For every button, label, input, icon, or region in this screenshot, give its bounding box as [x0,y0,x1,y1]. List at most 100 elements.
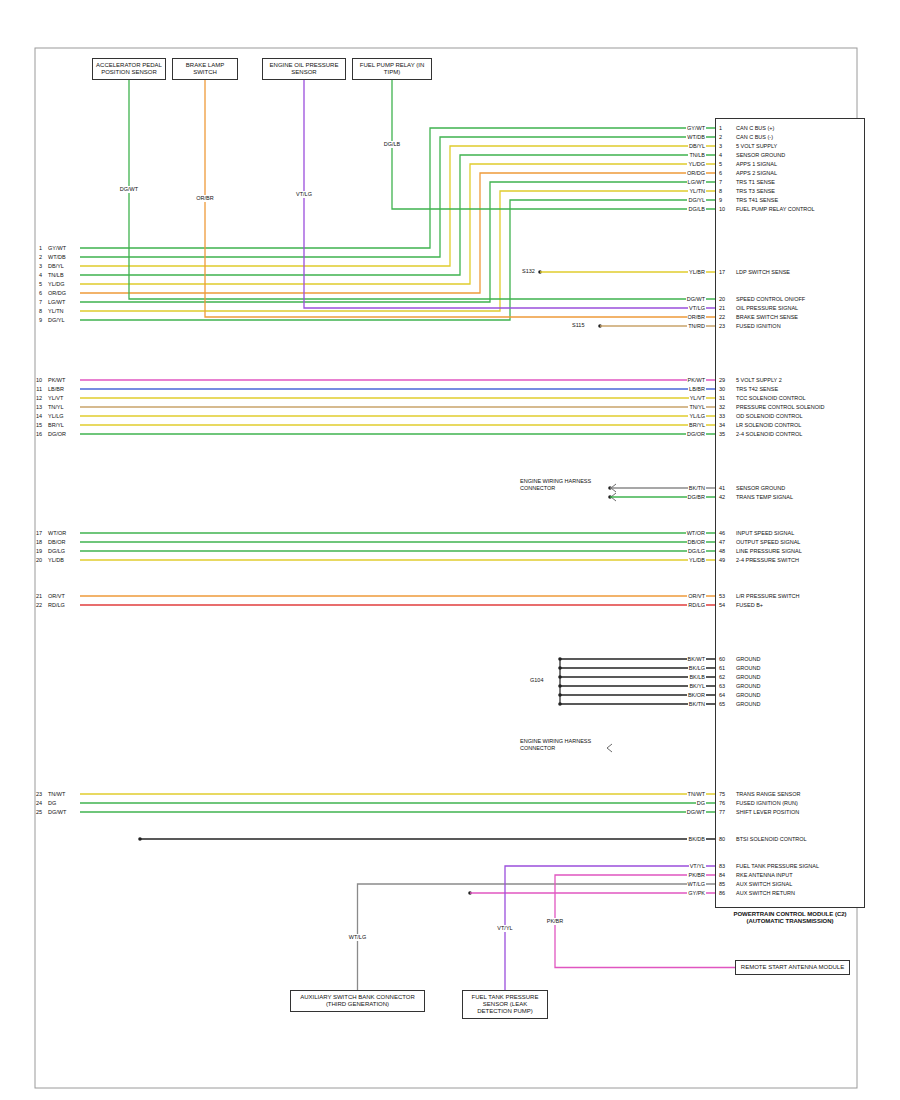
pin-number: 77 [719,809,725,816]
pin-number: 21 [719,305,725,312]
ground-bus [559,659,560,704]
wire [80,379,715,380]
connector-pin-number: 3 [28,263,42,270]
wire-color-code: VT/YL [689,863,706,870]
pin-name: RKE ANTENNA INPUT [736,872,793,879]
wire-color-code: OR/DG [48,290,66,297]
wire [80,550,715,551]
wire [80,802,715,803]
pin-number: 7 [719,179,722,186]
wire-color-code: YL/BR [688,269,706,276]
wire-color-code: TN/YL [48,404,64,411]
component-box: REMOTE START ANTENNA MODULE [735,960,850,975]
wire-color-code: DG/OR [48,431,66,438]
connector-pin-number: 19 [28,548,42,555]
wire-color-code: BK/TN [688,485,706,492]
pin-name: TRANS RANGE SENSOR [736,791,800,798]
wire-color-code: YL/TN [688,188,706,195]
wire-connector [505,866,715,990]
component-box: FUEL PUMP RELAY (IN TIPM) [352,58,432,80]
pin-number: 53 [719,593,725,600]
wire-color-code: GY/PK [687,890,706,897]
wire-color-code: DG/WT [686,809,706,816]
pin-name: INPUT SPEED SIGNAL [736,530,794,537]
wire-color-code: DG [696,800,706,807]
pin-name: 2-4 PRESSURE SWITCH [736,557,799,564]
pin-name: GROUND [736,674,760,681]
component-name: REMOTE START ANTENNA MODULE [736,961,849,974]
pin-name: BTSI SOLENOID CONTROL [736,836,807,843]
wire-color-code: TN/WT [687,791,706,798]
connector-pin-number: 8 [28,308,42,315]
wire-color-code: YL/DB [688,557,706,564]
pin-name: LR SOLENOID CONTROL [736,422,801,429]
wire-color-code: DG/OR [686,431,706,438]
pin-number: 41 [719,485,725,492]
pin-name: TRS T1 SENSE [736,179,775,186]
pin-name: PRESSURE CONTROL SOLENOID [736,404,824,411]
wire-color-code: BK/LG [688,665,706,672]
wire-color-code: VT/LG [688,305,706,312]
pin-name: SENSOR GROUND [736,152,785,159]
connector-pin-number: 22 [28,602,42,609]
pin-name: FUSED IGNITION (RUN) [736,800,798,807]
pin-number: 8 [719,188,722,195]
wire-color-code: GY/WT [686,125,706,132]
connector-pin-number: 7 [28,299,42,306]
wire-color-code: YL/DB [48,557,64,564]
pin-number: 42 [719,494,725,501]
pin-name: FUSED IGNITION [736,323,781,330]
pin-number: 60 [719,656,725,663]
wire-color-code: WT/DB [48,254,66,261]
wire-color-code: DG/LB [687,206,706,213]
pin-number: 75 [719,791,725,798]
wire-color-code: TN/YL [688,404,706,411]
pin-name: TRS T41 SENSE [736,197,778,204]
pin-number: 3 [719,143,722,150]
connector-pin-number: 23 [28,791,42,798]
pin-number: 83 [719,863,725,870]
pin-number: 29 [719,377,725,384]
wire-connector [129,80,715,299]
pin-name: OD SOLENOID CONTROL [736,413,803,420]
wire-color-code: PK/WT [48,377,65,384]
wire-color-code: BK/LB [688,674,706,681]
connector-pin-number: 18 [28,539,42,546]
callout-label: S115 [572,322,584,329]
pin-name: TCC SOLENOID CONTROL [736,395,806,402]
wire-color-code: DB/YL [688,143,706,150]
pin-number: 61 [719,665,725,672]
wire [80,811,715,812]
pin-name: AUX SWITCH RETURN [736,890,795,897]
connector-pin-number: 14 [28,413,42,420]
wire-color-code: LG/WT [48,299,65,306]
pin-number: 65 [719,701,725,708]
wire-color-code: DG/YL [48,317,65,324]
pin-number: 6 [719,170,722,177]
wire-color-code: OR/VT [687,593,706,600]
pin-number: 85 [719,881,725,888]
pin-number: 86 [719,890,725,897]
wire-color-code: BR/YL [688,422,706,429]
connector-pin-number: 9 [28,317,42,324]
pin-name: 2-4 SOLENOID CONTROL [736,431,802,438]
pin-name: LINE PRESSURE SIGNAL [736,548,802,555]
wire-color-code: TN/LB [48,272,64,279]
wire [80,415,715,416]
connector-pin-number: 4 [28,272,42,279]
wire-color-code: PK/WT [687,377,706,384]
wire [80,532,715,533]
pin-name: TRS T3 SENSE [736,188,775,195]
pin-number: 20 [719,296,725,303]
pin-number: 54 [719,602,725,609]
component-box: ACCELERATOR PEDAL POSITION SENSOR [92,58,166,80]
pin-name: OIL PRESSURE SIGNAL [736,305,798,312]
connector-pin-number: 2 [28,254,42,261]
wire [470,892,715,893]
connector-pin-number: 15 [28,422,42,429]
pin-number: 35 [719,431,725,438]
wire-color-code: DB/OR [687,539,706,546]
callout-label: ENGINE WIRING HARNESS CONNECTOR [520,738,608,752]
wire-color-code: DG/LG [687,548,706,555]
pin-name: FUSED B+ [736,602,763,609]
